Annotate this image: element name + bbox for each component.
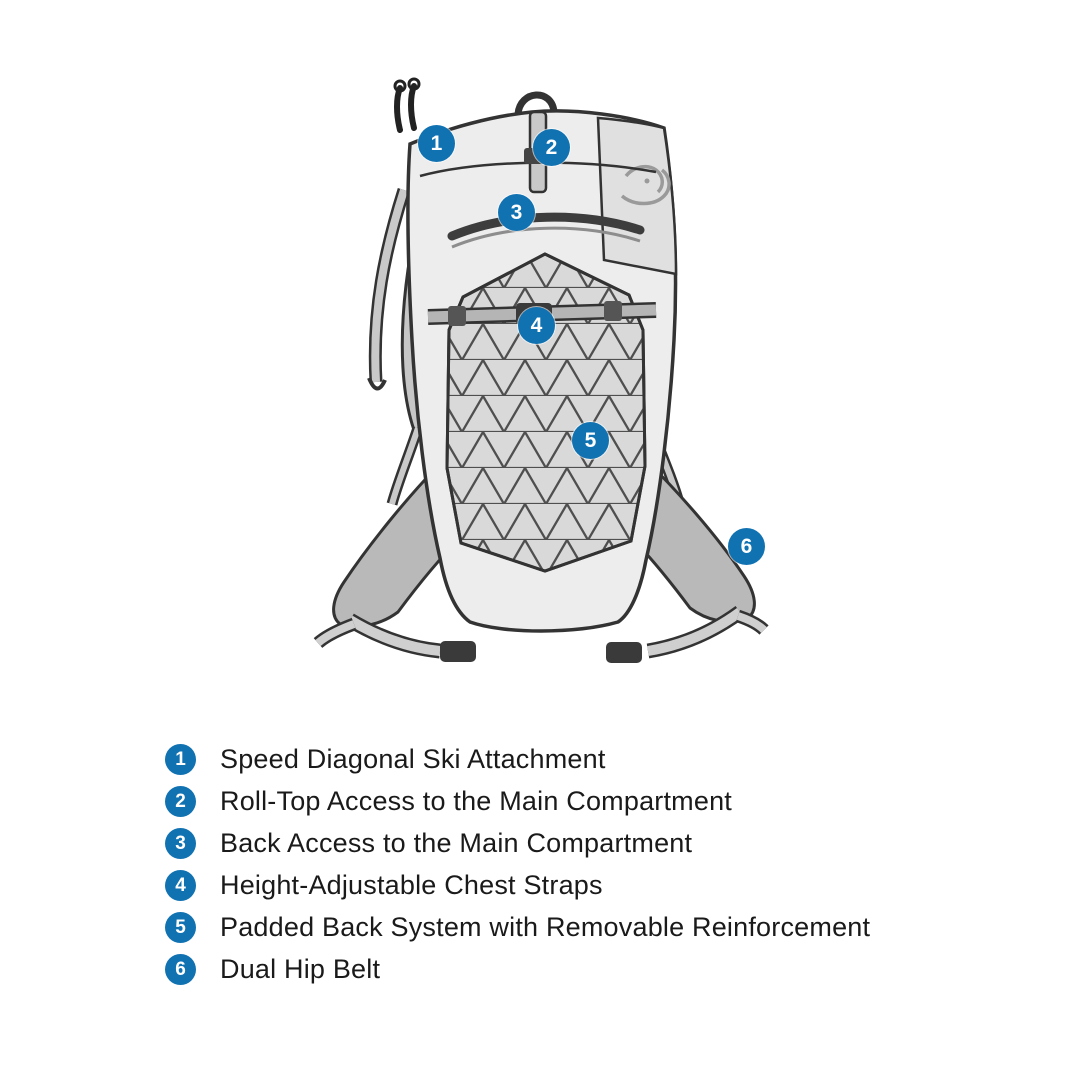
marker-2-roll-top: 2	[533, 129, 570, 166]
legend-badge-6: 6	[165, 953, 196, 985]
top-handle	[514, 91, 558, 115]
legend-label-6: Dual Hip Belt	[220, 953, 381, 984]
legend-item-1: 1 Speed Diagonal Ski Attachment	[165, 743, 870, 775]
hip-buckle-left	[440, 641, 476, 662]
legend-item-6: 6 Dual Hip Belt	[165, 953, 870, 985]
legend-label-3: Back Access to the Main Compartment	[220, 827, 693, 858]
legend-label-2: Roll-Top Access to the Main Compartment	[220, 785, 733, 816]
legend-label-5: Padded Back System with Removable Reinfo…	[220, 911, 871, 942]
legend-badge-3: 3	[165, 827, 196, 859]
legend-item-4: 4 Height-Adjustable Chest Straps	[165, 869, 870, 901]
legend-badge-1: 1	[165, 743, 196, 775]
legend-label-1: Speed Diagonal Ski Attachment	[220, 743, 606, 774]
marker-6-hip-belt: 6	[728, 528, 765, 565]
back-access-zipper	[447, 212, 645, 241]
legend-item-5: 5 Padded Back System with Removable Rein…	[165, 911, 870, 943]
legend-item-3: 3 Back Access to the Main Compartment	[165, 827, 870, 859]
legend-badge-5: 5	[165, 911, 196, 943]
marker-4-chest-straps: 4	[518, 307, 555, 344]
legend-badge-4: 4	[165, 869, 196, 901]
hip-buckle-right	[606, 642, 642, 663]
marker-1-ski-attachment: 1	[418, 125, 455, 162]
marker-5-back-system: 5	[572, 422, 609, 459]
legend-item-2: 2 Roll-Top Access to the Main Compartmen…	[165, 785, 870, 817]
legend-label-4: Height-Adjustable Chest Straps	[220, 869, 603, 900]
marker-3-back-access: 3	[498, 194, 535, 231]
ski-attachment-hooks	[393, 77, 421, 133]
legend-badge-2: 2	[165, 785, 196, 817]
feature-legend: 1 Speed Diagonal Ski Attachment 2 Roll-T…	[165, 743, 870, 985]
